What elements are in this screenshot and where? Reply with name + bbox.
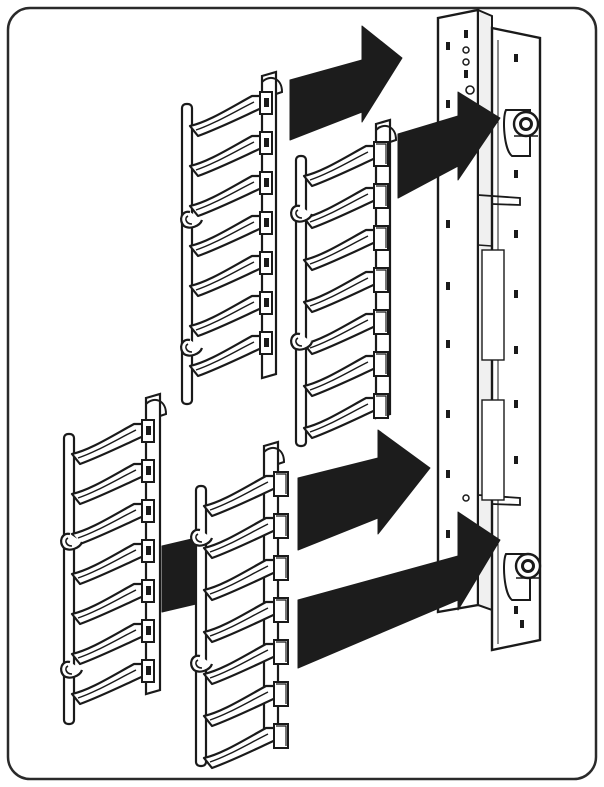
rail-icon (436, 8, 542, 652)
arrow-icon (289, 25, 403, 141)
thumbscrew-icon (503, 109, 540, 157)
arrow-icon (161, 537, 197, 613)
thumbscrew-icon (503, 552, 542, 601)
arrow-icon (397, 91, 501, 199)
cable-bracket-icon (60, 392, 168, 726)
cable-bracket-icon (290, 118, 398, 448)
arrow-icon (297, 511, 501, 669)
cable-bracket-icon (180, 70, 284, 406)
arrow-icon (297, 429, 431, 551)
cable-bracket-icon (190, 440, 290, 770)
